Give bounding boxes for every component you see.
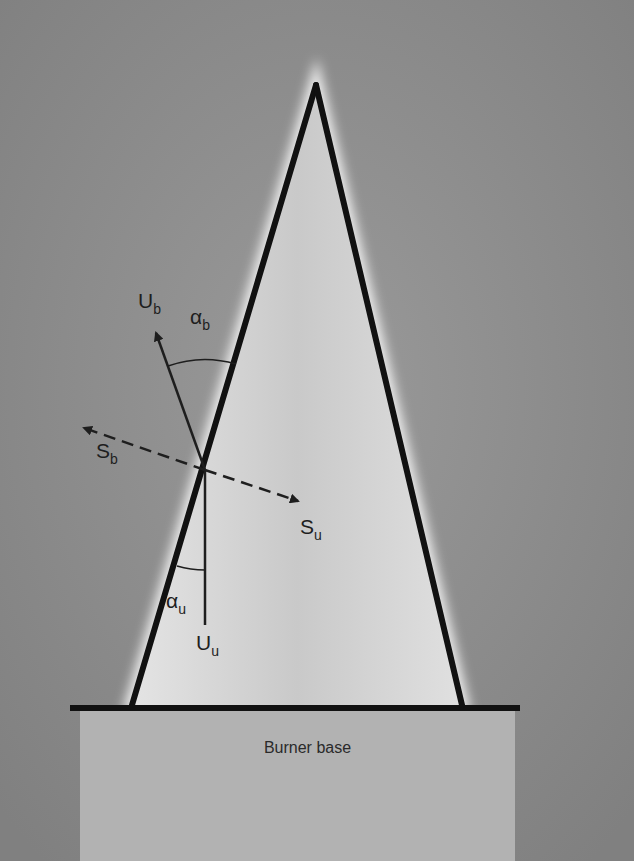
angle-label: αu <box>166 590 186 611</box>
burner-base: Burner base <box>80 711 535 861</box>
angle-label: αb <box>190 306 210 327</box>
flame-speed-label: Su <box>300 516 322 537</box>
node-label: Burner base <box>80 739 535 757</box>
velocity-label: Uu <box>196 632 219 653</box>
flame-speed-label: Sb <box>96 440 118 461</box>
velocity-label: Ub <box>138 290 161 311</box>
